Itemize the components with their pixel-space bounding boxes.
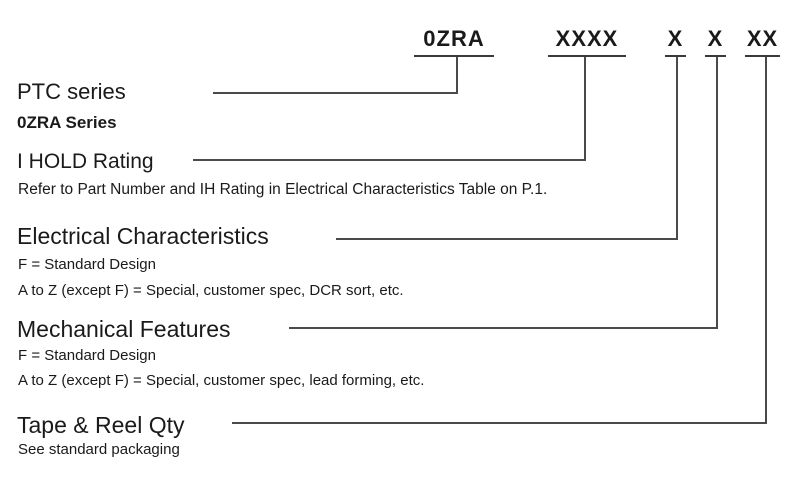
part-segment-series: 0ZRA — [414, 28, 494, 57]
electrical-heading: Electrical Characteristics — [17, 223, 269, 249]
connector-ihold — [193, 57, 586, 161]
mechanical-detail-line: F = Standard Design — [18, 347, 156, 364]
electrical-detail-line: F = Standard Design — [18, 256, 156, 273]
ihold-heading: I HOLD Rating — [17, 150, 154, 173]
packaging-heading: Tape & Reel Qty — [17, 412, 185, 438]
series-heading: PTC series — [17, 79, 126, 104]
part-segment-electrical: X — [665, 28, 686, 57]
part-segment-packaging: XX — [745, 28, 780, 57]
mechanical-heading: Mechanical Features — [17, 316, 231, 342]
ihold-detail: Refer to Part Number and IH Rating in El… — [18, 181, 548, 198]
connector-packaging — [232, 57, 767, 424]
connector-electrical — [336, 57, 678, 240]
connector-mechanical — [289, 57, 718, 329]
electrical-detail-line: A to Z (except F) = Special, customer sp… — [18, 282, 404, 299]
connector-series — [213, 57, 458, 94]
part-segment-ihold: XXXX — [548, 28, 626, 57]
mechanical-detail-line: A to Z (except F) = Special, customer sp… — [18, 372, 425, 389]
series-detail: 0ZRA Series — [17, 113, 117, 132]
packaging-detail: See standard packaging — [18, 441, 180, 458]
part-segment-mechanical: X — [705, 28, 726, 57]
